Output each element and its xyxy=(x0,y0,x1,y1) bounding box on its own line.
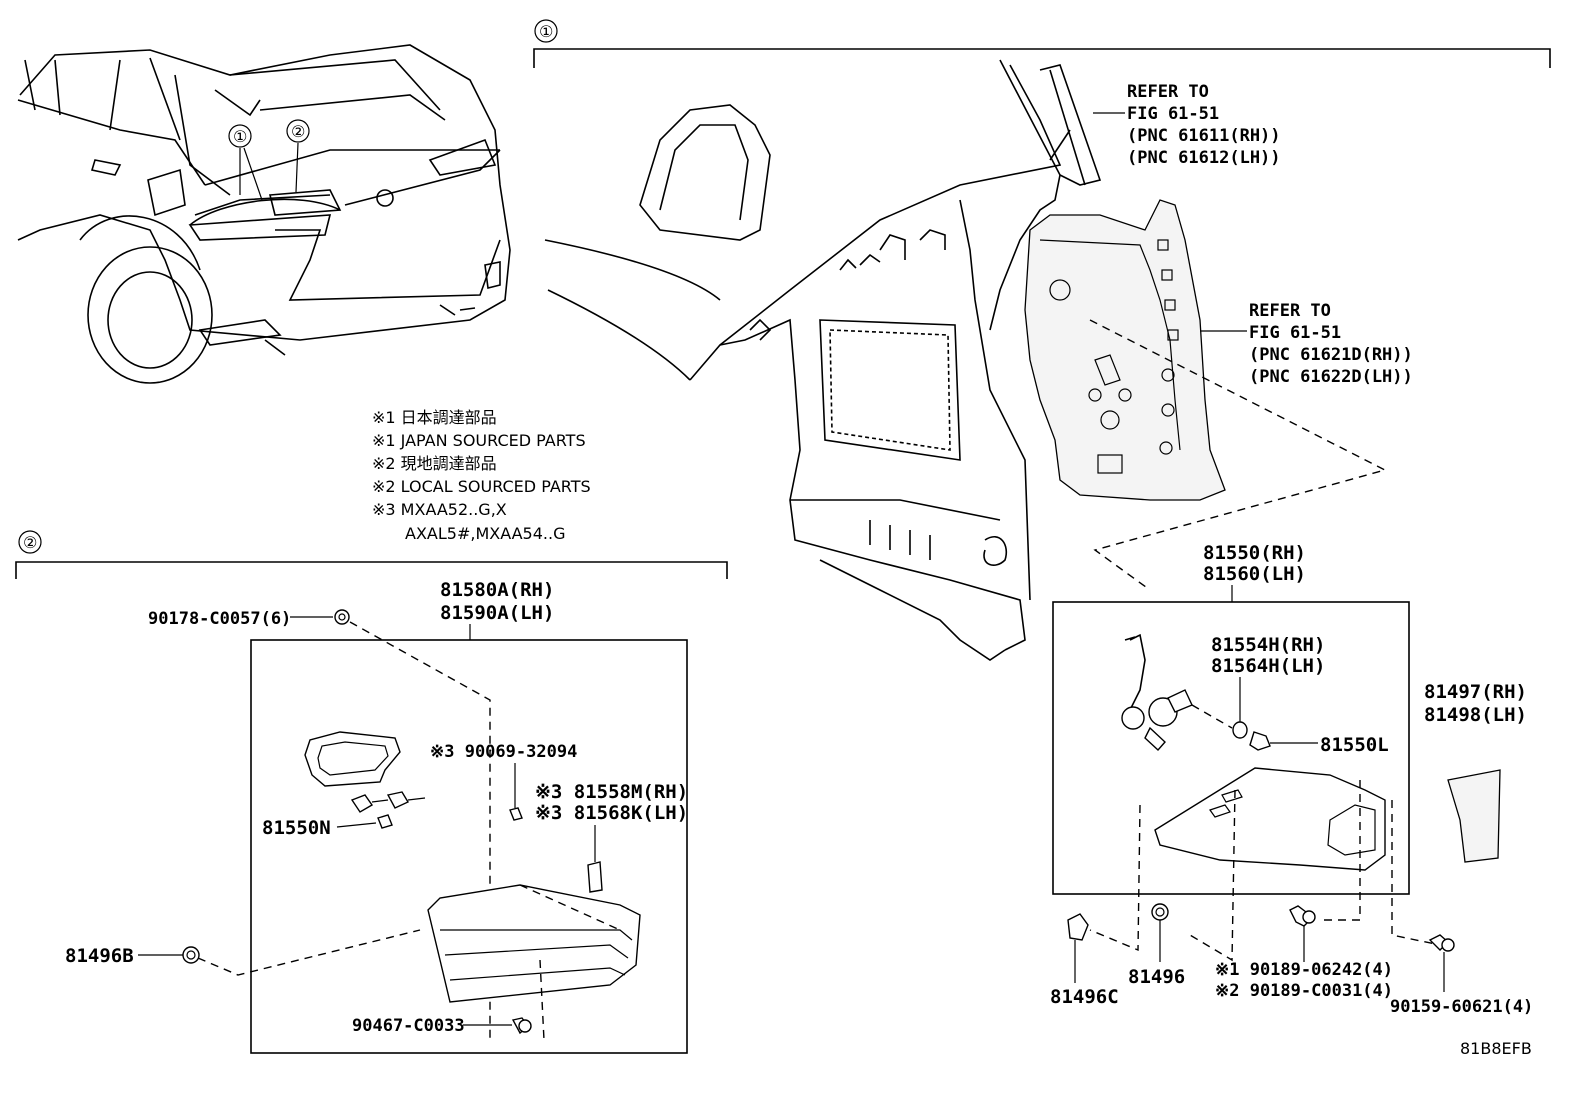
lamp-assembly-box-2 xyxy=(250,639,688,1054)
note-japan-jp: ※1 日本調達部品 xyxy=(372,408,497,427)
label-90178-c0057: 90178-C0057(6) xyxy=(148,609,291,629)
body-panel-drawing xyxy=(544,59,1102,661)
refer-lower-line-3: (PNC 61621D(RH)) xyxy=(1249,345,1413,365)
label-90159-60621: 90159-60621(4) xyxy=(1390,997,1533,1017)
label-81496: 81496 xyxy=(1128,966,1185,988)
section-2-bracket: ② xyxy=(15,530,728,579)
label-81554h-rh: 81554H(RH) xyxy=(1211,634,1325,656)
label-81568k-lh: ※3 81568K(LH) xyxy=(535,802,688,824)
refer-lower-line-1: REFER TO xyxy=(1249,301,1331,321)
label-81590a-lh: 81590A(LH) xyxy=(440,602,554,624)
label-81558m-rh: ※3 81558M(RH) xyxy=(535,781,688,803)
refer-upper-line-4: (PNC 61612(LH)) xyxy=(1127,148,1281,168)
lamp-assembly-81550: 81550(RH) 81560(LH) 81554H(RH) 81564H(LH… xyxy=(1052,542,1441,962)
note-model-1: ※3 MXAA52..G,X xyxy=(372,500,507,519)
lamp-assembly-81580a: 81580A(RH) 81590A(LH) 90178-C0057(6) 815… xyxy=(65,579,688,1054)
label-81498-lh: 81498(LH) xyxy=(1424,704,1527,726)
fasteners-right: 81496C 81496 ※1 90189-06242(4) ※2 90189-… xyxy=(1050,903,1533,1017)
part-81497: 81497(RH) 81498(LH) xyxy=(1424,681,1527,863)
label-81550l: 81550L xyxy=(1320,734,1389,756)
callout-1-label: ① xyxy=(233,127,247,146)
vehicle-overview-drawing xyxy=(17,44,511,384)
refer-lower: REFER TO FIG 61-51 (PNC 61621D(RH)) (PNC… xyxy=(1200,301,1413,387)
lamp-assembly-box xyxy=(1052,601,1410,895)
figure-code: 81B8EFB xyxy=(1460,1039,1532,1058)
label-90189-06242: ※1 90189-06242(4) xyxy=(1215,960,1393,980)
note-local-en: ※2 LOCAL SOURCED PARTS xyxy=(372,477,591,496)
section-2-callout: ② xyxy=(23,533,37,552)
note-local-jp: ※2 現地調達部品 xyxy=(372,454,497,473)
note-japan-en: ※1 JAPAN SOURCED PARTS xyxy=(372,431,586,450)
label-81496b: 81496B xyxy=(65,945,134,967)
note-model-2: AXAL5#,MXAA54..G xyxy=(405,524,565,543)
inner-panel-bracket xyxy=(1024,199,1226,501)
section-1-callout: ① xyxy=(539,22,553,41)
label-90189-c0031: ※2 90189-C0031(4) xyxy=(1215,981,1393,1001)
label-81550n: 81550N xyxy=(262,817,331,839)
refer-upper-line-3: (PNC 61611(RH)) xyxy=(1127,126,1281,146)
label-90069-32094: ※3 90069-32094 xyxy=(430,742,577,762)
section-1-bracket: ① xyxy=(533,19,1551,68)
refer-upper-line-2: FIG 61-51 xyxy=(1127,104,1219,124)
label-81497-rh: 81497(RH) xyxy=(1424,681,1527,703)
callout-2-label: ② xyxy=(291,122,305,141)
callout-2-on-vehicle: ② xyxy=(286,119,310,193)
refer-upper: REFER TO FIG 61-51 (PNC 61611(RH)) (PNC … xyxy=(1093,82,1281,168)
label-81550-rh: 81550(RH) xyxy=(1203,542,1306,564)
label-81580a-rh: 81580A(RH) xyxy=(440,579,554,601)
sourcing-notes: ※1 日本調達部品 ※1 JAPAN SOURCED PARTS ※2 現地調達… xyxy=(372,408,591,543)
refer-lower-line-4: (PNC 61622D(LH)) xyxy=(1249,367,1413,387)
refer-upper-line-1: REFER TO xyxy=(1127,82,1209,102)
label-81564h-lh: 81564H(LH) xyxy=(1211,655,1325,677)
callout-1-on-vehicle: ① xyxy=(228,124,263,201)
refer-lower-line-2: FIG 61-51 xyxy=(1249,323,1341,343)
label-81496c: 81496C xyxy=(1050,986,1119,1008)
label-81560-lh: 81560(LH) xyxy=(1203,563,1306,585)
label-90467-c0033: 90467-C0033 xyxy=(352,1016,465,1036)
